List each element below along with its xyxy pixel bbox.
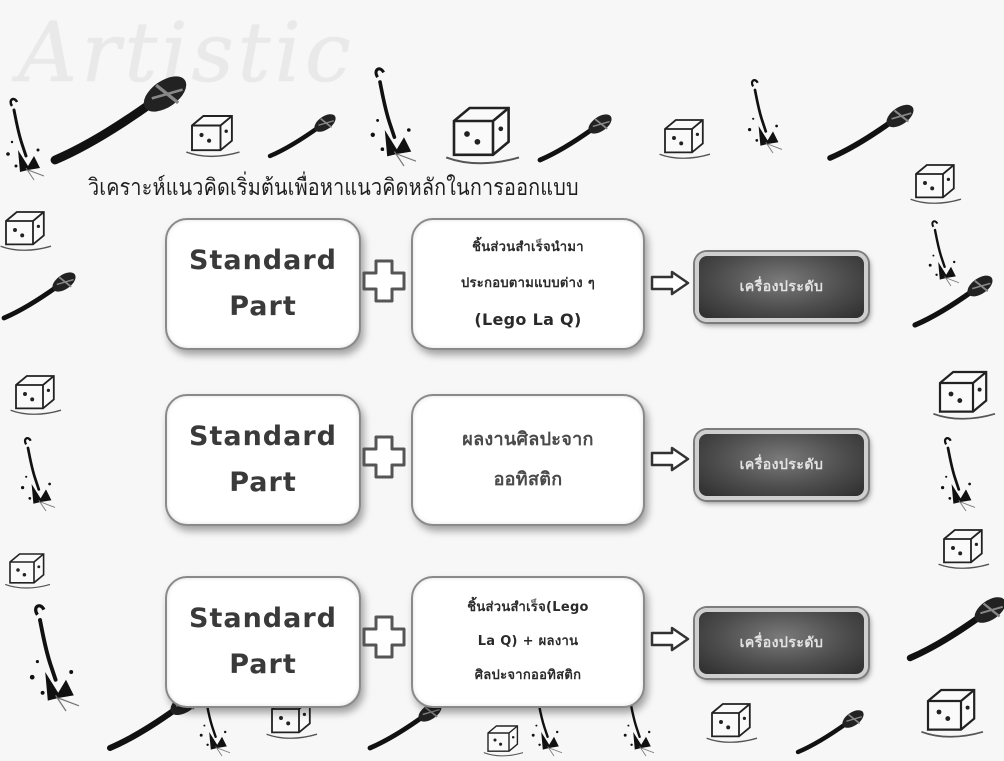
- component-description-box: ชิ้นส่วนสำเร็จ(Lego La Q) + ผลงาน ศิลปะจ…: [411, 576, 645, 708]
- result-label: เครื่องประดับ: [739, 457, 824, 473]
- standard-part-label-line2: Part: [229, 649, 297, 680]
- standard-part-box: Standard Part: [165, 576, 361, 708]
- description-line: (Lego La Q): [474, 310, 582, 329]
- plus-icon: [362, 615, 406, 659]
- result-jewelry-box: เครื่องประดับ: [695, 608, 868, 678]
- plus-icon: [362, 259, 406, 303]
- result-jewelry-box: เครื่องประดับ: [695, 252, 868, 322]
- standard-part-label-line1: Standard: [189, 421, 337, 452]
- plus-icon: [362, 435, 406, 479]
- standard-part-label-line1: Standard: [189, 603, 337, 634]
- diagram-row-3: Standard Part ชิ้นส่วนสำเร็จ(Lego La Q) …: [0, 570, 1004, 710]
- result-label: เครื่องประดับ: [739, 279, 824, 295]
- standard-part-label-line2: Part: [229, 291, 297, 322]
- component-description-box: ชิ้นส่วนสำเร็จนำมา ประกอบตามแบบต่าง ๆ (L…: [411, 218, 645, 350]
- right-arrow-icon: [650, 626, 690, 652]
- description-line: ประกอบตามแบบต่าง ๆ: [460, 276, 596, 291]
- description-line: ออทิสติก: [493, 469, 563, 490]
- diagram-row-1: Standard Part ชิ้นส่วนสำเร็จนำมา ประกอบต…: [0, 212, 1004, 352]
- standard-part-label-line1: Standard: [189, 245, 337, 276]
- diagram-heading: วิเคราะห์แนวคิดเริ่มต้นเพื่อหาแนวคิดหลัก…: [88, 175, 579, 201]
- right-arrow-icon: [650, 446, 690, 472]
- component-description-box: ผลงานศิลปะจาก ออทิสติก: [411, 394, 645, 526]
- result-label: เครื่องประดับ: [739, 635, 824, 651]
- right-arrow-icon: [650, 270, 690, 296]
- standard-part-box: Standard Part: [165, 218, 361, 350]
- diagram-row-2: Standard Part ผลงานศิลปะจาก ออทิสติก เคร…: [0, 390, 1004, 530]
- description-line: ชิ้นส่วนสำเร็จ(Lego: [467, 600, 589, 615]
- description-line: La Q) + ผลงาน: [477, 634, 579, 649]
- result-jewelry-box: เครื่องประดับ: [695, 430, 868, 500]
- description-line: ผลงานศิลปะจาก: [462, 429, 594, 450]
- standard-part-box: Standard Part: [165, 394, 361, 526]
- description-line: ชิ้นส่วนสำเร็จนำมา: [472, 240, 584, 255]
- standard-part-label-line2: Part: [229, 467, 297, 498]
- description-line: ศิลปะจากออทิสติก: [474, 668, 582, 683]
